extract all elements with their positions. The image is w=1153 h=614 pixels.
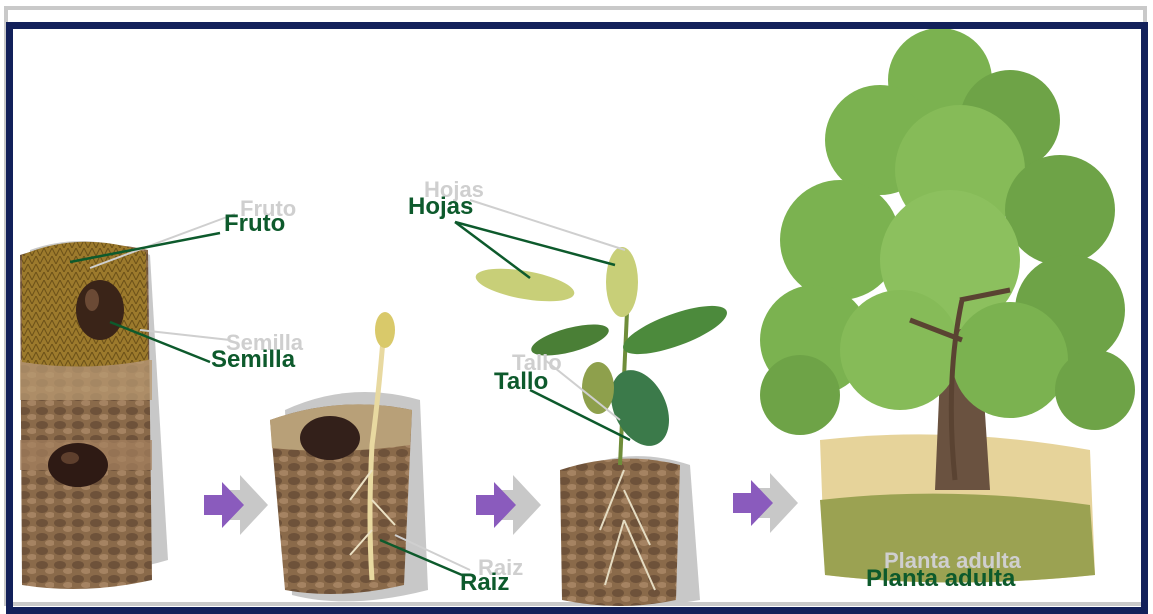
- diagram-frame: [6, 22, 1148, 614]
- tallo-label: Tallo: [494, 368, 548, 396]
- hojas-label: Hojas: [408, 193, 473, 221]
- planta-adulta-label: Planta adulta: [866, 565, 1015, 593]
- raiz-label: Raiz: [460, 569, 509, 597]
- fruto-label: Fruto: [224, 210, 285, 238]
- semilla-label: Semilla: [211, 346, 295, 374]
